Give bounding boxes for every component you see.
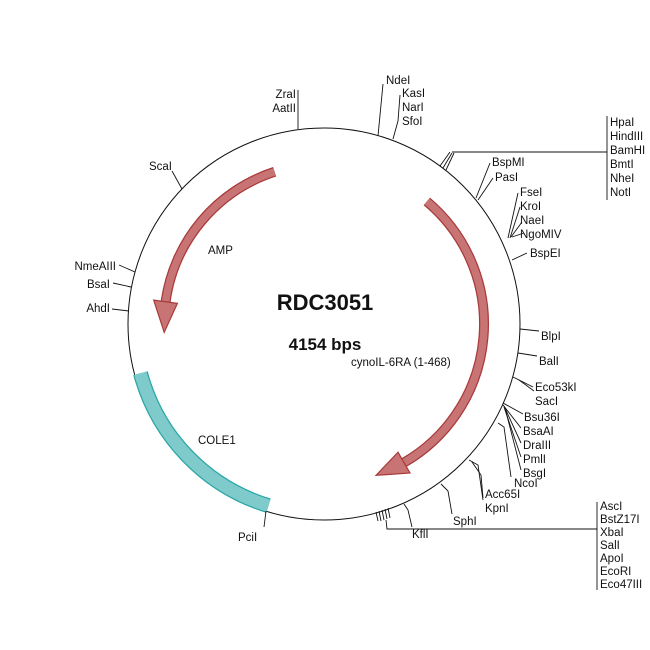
site-label: BspEI: [530, 248, 561, 260]
site-ndei[interactable]: NdeI: [377, 75, 410, 137]
site-label: BlpI: [541, 331, 561, 343]
site-label: KasI: [402, 88, 425, 100]
site-label: ApoI: [600, 553, 624, 565]
site-label: Eco53kI: [535, 382, 577, 394]
site-label: NheI: [610, 173, 634, 185]
site-label: HpaI: [610, 117, 634, 129]
site-label: SfoI: [402, 116, 422, 128]
site-bsu36i-group[interactable]: Bsu36I BsaAI DraIII PmlI BsgI: [502, 402, 560, 480]
site-zrai-aatii[interactable]: ZraI AatII: [272, 89, 299, 129]
site-label: ScaI: [149, 161, 172, 173]
site-label: SphI: [453, 516, 477, 528]
site-label: BamHI: [610, 145, 645, 157]
site-label: DraIII: [523, 440, 551, 452]
site-label: NdeI: [386, 75, 410, 87]
plasmid-backbone: [127, 127, 521, 521]
site-label: BspMI: [492, 157, 525, 169]
site-label: NaeI: [520, 215, 544, 227]
site-label: BsaI: [87, 279, 110, 291]
site-label: NotI: [610, 187, 631, 199]
site-sphi[interactable]: SphI: [440, 483, 477, 528]
site-label: NmeAIII: [74, 261, 116, 273]
site-label: SalI: [600, 540, 620, 552]
site-label: BsgI: [523, 468, 546, 480]
site-blpi[interactable]: BlpI: [519, 328, 561, 343]
site-label: XbaI: [600, 527, 624, 539]
site-kfli[interactable]: KflI: [403, 503, 429, 541]
feature-cole1[interactable]: [133, 371, 271, 513]
site-bsai[interactable]: BsaI: [87, 279, 132, 291]
site-label: PmlI: [523, 454, 546, 466]
feature-label-cds: cynoIL-6RA (1-468): [351, 357, 451, 369]
site-label: AhdI: [86, 303, 110, 315]
feature-label-amp: AMP: [208, 245, 233, 257]
site-fsei-group[interactable]: FseI KroI NaeI NgoMIV: [507, 187, 562, 241]
site-label: SacI: [535, 396, 558, 408]
site-hpai-group[interactable]: HpaI HindIII BamHI BmtI NheI NotI: [439, 116, 645, 200]
site-label: PasI: [495, 172, 518, 184]
plasmid-name: RDC3051: [277, 290, 374, 315]
site-label: AscI: [600, 501, 622, 513]
site-label: ZraI: [276, 89, 296, 101]
site-label: Acc65I: [485, 489, 520, 501]
site-bspei[interactable]: BspEI: [511, 248, 561, 261]
site-label: BmtI: [610, 159, 634, 171]
site-pcii[interactable]: PciI: [238, 510, 267, 544]
site-label: BalI: [539, 356, 559, 368]
site-label: FseI: [520, 187, 542, 199]
site-label: NcoI: [514, 478, 538, 490]
site-label: BsaAI: [523, 426, 554, 438]
site-ahdi[interactable]: AhdI: [86, 303, 130, 315]
feature-amp-arrow[interactable]: [152, 167, 277, 335]
site-label: EcoRI: [600, 566, 631, 578]
site-label: Eco47III: [600, 579, 642, 591]
feature-cds-arrow[interactable]: [374, 197, 489, 477]
site-bali[interactable]: BalI: [517, 352, 559, 368]
plasmid-size: 4154 bps: [289, 335, 362, 354]
site-bspmi-group[interactable]: BspMI PasI: [475, 157, 525, 201]
site-scai[interactable]: ScaI: [149, 161, 183, 190]
site-label: BstZ17I: [600, 514, 640, 526]
site-label: PciI: [238, 532, 257, 544]
site-label: NgoMIV: [520, 229, 562, 241]
site-eco53ki-group[interactable]: Eco53kI SacI: [512, 376, 577, 408]
site-nmeaiii[interactable]: NmeAIII: [74, 261, 136, 273]
site-asci-group[interactable]: AscI BstZ17I XbaI SalI ApoI EcoRI Eco47I…: [375, 501, 642, 591]
site-label: KroI: [520, 201, 541, 213]
site-acc65i-group[interactable]: Acc65I KpnI: [468, 459, 520, 515]
site-label: KpnI: [485, 503, 509, 515]
site-ncoi[interactable]: NcoI: [497, 422, 538, 490]
site-label: Bsu36I: [524, 412, 560, 424]
site-label: KflI: [412, 529, 429, 541]
site-label: AatII: [272, 103, 296, 115]
feature-label-cole1: COLE1: [198, 435, 236, 447]
site-label: HindIII: [610, 131, 643, 143]
site-label: NarI: [402, 102, 424, 114]
site-kasi-group[interactable]: KasI NarI SfoI: [392, 88, 425, 140]
